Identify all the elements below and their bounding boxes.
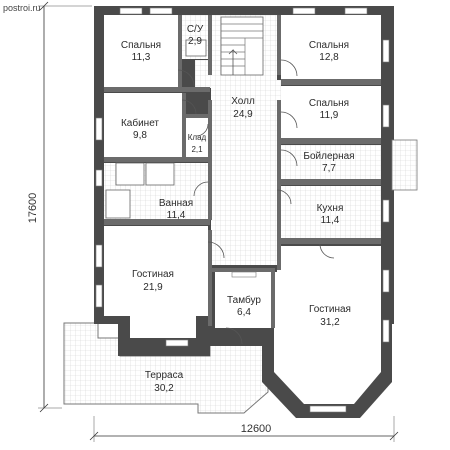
room-area-living-2: 31,2 bbox=[320, 317, 340, 328]
dimension-width-text: 12600 bbox=[241, 423, 272, 435]
room-name-living-2: Гостиная bbox=[309, 304, 351, 315]
room-floors bbox=[104, 15, 418, 404]
room-area-living-1: 21,9 bbox=[143, 282, 163, 293]
room-area-bedroom-1: 11,3 bbox=[132, 52, 151, 63]
room-name-vestibule: Тамбур bbox=[227, 294, 261, 306]
room-area-study: 9,8 bbox=[133, 130, 147, 141]
room-name-living-1: Гостиная bbox=[132, 269, 174, 280]
room-name-wc: С/У bbox=[187, 24, 204, 35]
room-area-bedroom-2: 12,8 bbox=[319, 52, 339, 63]
dimension-width: 12600 bbox=[89, 416, 399, 442]
dimension-height: 17600 bbox=[27, 1, 92, 413]
staircase bbox=[220, 16, 264, 76]
doors bbox=[177, 59, 335, 345]
room-name-terrace: Терраса bbox=[145, 370, 184, 381]
bathroom-fixtures bbox=[105, 39, 207, 219]
room-name-study: Кабинет bbox=[121, 117, 159, 129]
room-area-bedroom-3: 11,9 bbox=[320, 110, 339, 121]
room-name-storage: Клад bbox=[188, 133, 207, 142]
room-area-bathroom: 11,4 bbox=[167, 210, 186, 221]
room-name-kitchen: Кухня bbox=[317, 203, 344, 214]
room-area-storage: 2,1 bbox=[191, 145, 203, 154]
room-area-vestibule: 6,4 bbox=[237, 307, 251, 318]
room-name-hall: Холл bbox=[231, 96, 255, 107]
room-name-bedroom-1: Спальня bbox=[121, 40, 161, 51]
room-name-bedroom-3: Спальня bbox=[309, 98, 349, 109]
room-labels: Спальня 11,3 С/У 2,9 Спальня 12,8 Холл 2… bbox=[121, 24, 355, 394]
room-name-bathroom: Ванная bbox=[159, 198, 193, 209]
windows bbox=[95, 7, 390, 413]
room-area-wc: 2,9 bbox=[188, 36, 202, 47]
room-area-terrace: 30,2 bbox=[154, 383, 174, 394]
watermark-text: postroi.ru bbox=[3, 3, 41, 13]
room-name-bedroom-2: Спальня bbox=[309, 40, 349, 51]
dimension-height-text: 17600 bbox=[27, 193, 39, 224]
room-name-boiler: Бойлерная bbox=[303, 151, 354, 162]
room-area-kitchen: 11,4 bbox=[321, 215, 340, 226]
interior-walls bbox=[104, 15, 381, 328]
room-area-boiler: 7,7 bbox=[322, 163, 336, 174]
room-area-hall: 24,9 bbox=[233, 109, 253, 120]
